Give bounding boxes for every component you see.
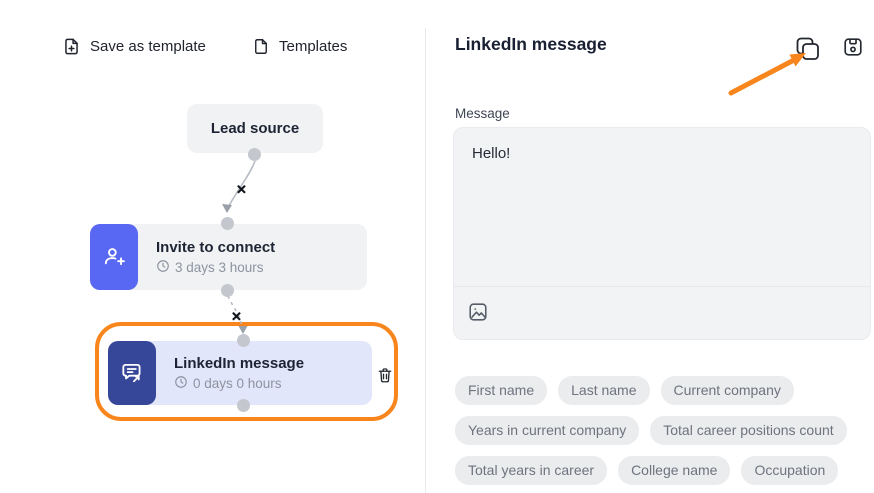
message-send-icon (108, 341, 156, 405)
attach-image-button[interactable] (467, 301, 489, 326)
break-connection-icon[interactable]: ✕ (236, 182, 247, 197)
templates-button[interactable]: Templates (252, 36, 347, 57)
node-invite-to-connect[interactable]: Invite to connect 3 days 3 hours (90, 224, 367, 290)
variable-chip-total-career-positions-count[interactable]: Total career positions count (650, 416, 847, 445)
user-plus-icon (90, 224, 138, 290)
connector-dot[interactable] (221, 217, 234, 230)
node-linkedin-message[interactable]: LinkedIn message 0 days 0 hours (108, 341, 372, 405)
duplicate-step-button[interactable] (793, 35, 821, 63)
variable-chips: First name Last name Current company Yea… (455, 376, 865, 493)
save-step-button[interactable] (842, 36, 864, 58)
variable-chip-occupation[interactable]: Occupation (741, 456, 839, 485)
save-as-template-label: Save as template (90, 38, 206, 55)
image-icon (467, 302, 489, 326)
trash-icon (376, 368, 394, 388)
connector-dot[interactable] (248, 148, 261, 161)
variable-chip-years-in-current-company[interactable]: Years in current company (455, 416, 640, 445)
connector-dot[interactable] (237, 334, 250, 347)
message-input[interactable]: Hello! (472, 145, 511, 162)
message-toolbar (454, 286, 870, 339)
variable-chip-total-years-in-career[interactable]: Total years in career (455, 456, 608, 485)
clock-icon (156, 259, 170, 276)
node-linkedin-delay-text: 0 days 0 hours (193, 375, 282, 391)
delete-node-button[interactable] (375, 365, 395, 387)
variable-chip-college-name[interactable]: College name (618, 456, 731, 485)
message-label: Message (455, 106, 510, 121)
panel-divider (425, 28, 426, 493)
variable-chip-current-company[interactable]: Current company (660, 376, 794, 405)
node-linkedin-title: LinkedIn message (174, 354, 305, 372)
chip-row: Total years in career College name Occup… (455, 456, 865, 485)
variable-chip-first-name[interactable]: First name (455, 376, 548, 405)
clock-icon (174, 375, 188, 392)
node-lead-source[interactable]: Lead source (187, 104, 323, 153)
variable-chip-last-name[interactable]: Last name (558, 376, 650, 405)
panel-title: LinkedIn message (455, 34, 607, 54)
message-box: Hello! (453, 127, 871, 340)
node-lead-source-title: Lead source (210, 120, 300, 137)
connector-dot[interactable] (221, 284, 234, 297)
node-invite-delay: 3 days 3 hours (156, 259, 275, 276)
file-icon (252, 36, 270, 57)
file-plus-icon (62, 36, 81, 57)
copy-icon (793, 37, 821, 66)
break-connection-icon[interactable]: ✕ (231, 309, 242, 324)
chip-row: Years in current company Total career po… (455, 416, 865, 445)
selected-node-highlight (95, 322, 398, 421)
connector-dot[interactable] (237, 399, 250, 412)
chip-row: First name Last name Current company (455, 376, 865, 405)
node-invite-delay-text: 3 days 3 hours (175, 259, 264, 275)
save-icon (842, 38, 864, 61)
templates-label: Templates (279, 38, 348, 55)
node-linkedin-delay: 0 days 0 hours (174, 375, 304, 392)
save-as-template-button[interactable]: Save as template (62, 36, 206, 57)
node-invite-title: Invite to connect (156, 238, 276, 256)
